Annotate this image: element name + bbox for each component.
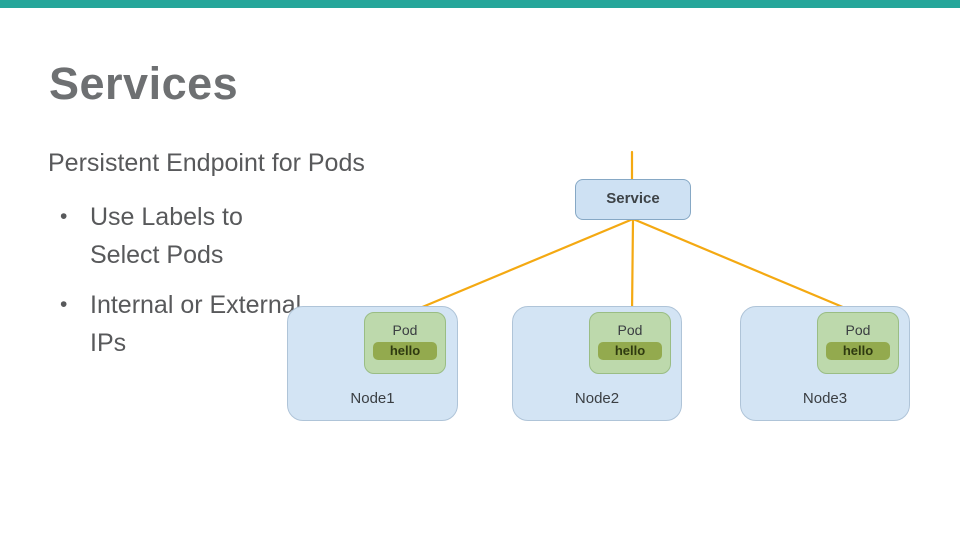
bullet-item-labels: • Use Labels to Select Pods (60, 198, 330, 274)
pod-label-2: Pod (617, 322, 643, 338)
pod-label-1: Pod (392, 322, 418, 338)
node-box-1: Pod hello Node1 (287, 306, 458, 421)
node-box-2: Pod hello Node2 (512, 306, 682, 421)
pod-badge-hello-2: hello (598, 342, 662, 360)
pod-box-3: Pod hello (817, 312, 899, 374)
bullet-dot: • (60, 293, 68, 316)
pod-badge-hello-3: hello (826, 342, 890, 360)
connector-service-to-pod3 (631, 217, 859, 315)
pod-badge-hello-1: hello (373, 342, 437, 360)
pod-box-1: Pod hello (364, 312, 446, 374)
bullet-list: • Use Labels to Select Pods • Internal o… (60, 198, 330, 374)
service-label: Service (606, 190, 660, 207)
bullet-text-ips: Internal or External IPs (90, 291, 302, 357)
connector-service-to-pod1 (406, 217, 635, 315)
node-label-1: Node1 (350, 390, 395, 407)
slide-accent-bar (0, 0, 960, 8)
pod-box-2: Pod hello (589, 312, 671, 374)
bullet-item-ips: • Internal or External IPs (60, 286, 330, 362)
page-title: Services (49, 58, 239, 109)
intro-text: Persistent Endpoint for Pods (48, 149, 365, 177)
node-label-2: Node2 (574, 390, 620, 407)
connector-service-to-pod2 (630, 217, 635, 316)
service-box: Service (575, 179, 691, 220)
node-label-3: Node3 (802, 390, 848, 407)
bullet-dot: • (60, 205, 68, 228)
node-box-3: Pod hello Node3 (740, 306, 910, 421)
bullet-text-labels: Use Labels to Select Pods (90, 203, 243, 269)
pod-label-3: Pod (845, 322, 871, 338)
